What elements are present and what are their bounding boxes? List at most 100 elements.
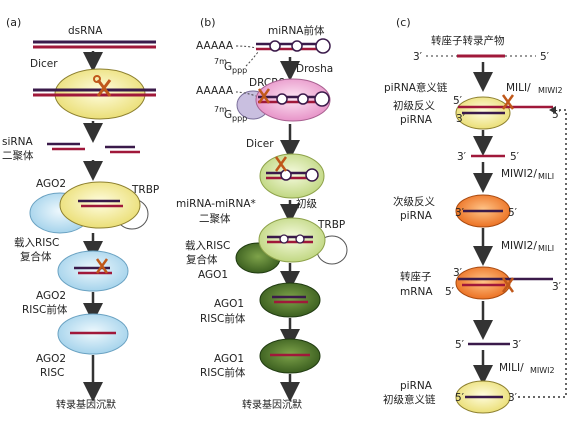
- miwi2-mili-sub: MILI: [538, 172, 554, 181]
- ago2-pre-label-1: AGO2: [36, 290, 66, 302]
- ago2-pre-label-2: RISC前体: [22, 303, 68, 316]
- loading-duplex-b: [267, 234, 313, 244]
- transcript-label: 转座子转录产物: [431, 34, 505, 47]
- sense-label: piRNA意义链: [384, 81, 448, 94]
- scissors-icon: [93, 75, 112, 97]
- secondary-anti-label-1: 次级反义: [393, 195, 435, 208]
- dsrna-label: dsRNA: [68, 25, 103, 37]
- dicer-strands: [33, 88, 156, 97]
- panel-a-label: (a): [6, 16, 21, 29]
- ago2-risc-label-2: RISC: [40, 367, 64, 379]
- loading-blob-b: [258, 217, 326, 263]
- cap-ppp-label-2: ppp: [232, 114, 247, 123]
- dicer-blob-b: [259, 153, 325, 199]
- primary-anti-label-1: 初级反义: [393, 99, 435, 112]
- miwi2-complex-blob-2: [455, 266, 511, 300]
- prime-label: 3′: [552, 281, 562, 293]
- loaded-duplex: [78, 199, 123, 208]
- transposon-mrna-label-1: 转座子: [400, 270, 432, 283]
- loaded-risc-label-2: 复合体: [20, 250, 52, 263]
- cap-ppp-label: ppp: [232, 66, 247, 75]
- sense-final-label-1: piRNA: [400, 380, 433, 392]
- scissors-icon: [257, 88, 271, 104]
- scissors-icon: [501, 277, 515, 293]
- miwi2-mili-label-2: MIWI2/: [501, 240, 537, 252]
- loop-arrowhead: [549, 106, 556, 114]
- drosha-blob: [255, 78, 331, 122]
- sirna-label-1: siRNA: [2, 136, 34, 148]
- cap-m7-label-2: 7m: [214, 105, 227, 114]
- prime-label: 5′: [510, 151, 520, 163]
- duplex-label-2: 二聚体: [199, 213, 231, 225]
- cap-g-label: G: [224, 61, 232, 73]
- panel-c: (c) 转座子转录产物 3′ 5′ piRNA意义链 MILI/ MIWI2 初…: [383, 16, 567, 414]
- panel-a: (a) dsRNA Dicer siRNA 二聚体 AGO2 TRBP: [2, 16, 159, 411]
- ago1-pre-label-1: AGO1: [214, 298, 244, 310]
- polya-label-1: AAAAA: [196, 40, 234, 52]
- duplex-label-1: miRNA-miRNA*: [176, 198, 256, 210]
- trbp-label: TRBP: [131, 184, 159, 196]
- ping-pong-loop: [518, 109, 567, 398]
- loaded-risc-b-label-2: 复合体: [186, 253, 218, 266]
- polya-label-2: AAAAA: [196, 85, 234, 97]
- prime-label: 3′: [456, 113, 466, 125]
- ago1-risc-label-2: RISC前体: [200, 366, 246, 379]
- prime-label: 3′: [413, 51, 423, 63]
- scissors-icon: [501, 94, 515, 110]
- ago2-pre-risc-blob: [57, 250, 129, 292]
- ago1-risc-label-1: AGO1: [214, 353, 244, 365]
- gene-silencing-label-b: 转录基因沉默: [242, 398, 302, 411]
- prime-label: 3′: [453, 267, 463, 279]
- prime-label: 5′: [455, 339, 465, 351]
- mirna-pre-label: miRNA前体: [268, 24, 325, 37]
- prime-label: 3′: [512, 339, 522, 351]
- trbp-label-b: TRBP: [317, 219, 345, 231]
- dicer-label: Dicer: [30, 58, 58, 70]
- miwi2-mili-sub-2: MILI: [538, 244, 554, 253]
- sirna-label-2: 二聚体: [2, 150, 34, 162]
- panel-b-label: (b): [200, 16, 216, 29]
- dsrna-strands: [33, 40, 156, 49]
- mili-miwi2-label: MILI/: [506, 82, 531, 94]
- cleavage-tail: [235, 91, 257, 97]
- transposon-mrna-label-2: mRNA: [400, 286, 433, 298]
- prime-label: 3′: [508, 392, 518, 404]
- prime-label: 3′: [455, 207, 465, 219]
- ago1-pre-strands: [272, 295, 308, 304]
- scissors-icon: [95, 258, 109, 274]
- ago1-pre-risc-blob: [259, 282, 321, 318]
- precursor-tail: [235, 45, 257, 49]
- dicer-hairpin: [266, 168, 319, 182]
- prime-label: 5′: [455, 392, 465, 404]
- miwi2-mili-label: MIWI2/: [501, 168, 537, 180]
- loaded-risc-label-1: 载入RISC: [14, 237, 59, 249]
- sense-final-label-2: 初级意义链: [383, 393, 436, 406]
- loaded-risc-b-label-1: 载入RISC: [185, 240, 230, 252]
- mili-miwi2-sub: MIWI2: [538, 86, 563, 95]
- cap-dashes: [245, 51, 259, 67]
- mili-miwi2-sub-2: MIWI2: [530, 366, 555, 375]
- ago2-label: AGO2: [36, 178, 66, 190]
- mirna-precursor-hairpin: [256, 38, 331, 54]
- prime-label: 5′: [445, 286, 455, 298]
- mili-miwi2-label-2: MILI/: [499, 362, 524, 374]
- gene-silencing-label-a: 转录基因沉默: [56, 398, 116, 411]
- sirna-duplexes: [47, 142, 140, 154]
- prime-label: 3′: [457, 151, 467, 163]
- ago2-risc-label-1: AGO2: [36, 353, 66, 365]
- ago1-label: AGO1: [198, 269, 228, 281]
- dicer-label-b: Dicer: [246, 138, 274, 150]
- panel-b: (b) miRNA前体 AAAAA 7m G ppp Drosha AAAAA …: [176, 16, 348, 411]
- cap-m7-label: 7m: [214, 57, 227, 66]
- ago1-pre-label-2: RISC前体: [200, 312, 246, 325]
- secondary-anti-label-2: piRNA: [400, 210, 433, 222]
- cap-g-label-2: G: [224, 109, 232, 121]
- drosha-label: Drosha: [296, 63, 333, 75]
- prime-label: 5′: [508, 207, 518, 219]
- panel-c-label: (c): [396, 16, 411, 29]
- primary-label: 初级: [296, 197, 317, 210]
- prime-label: 5′: [552, 109, 562, 121]
- primary-anti-label-2: piRNA: [400, 114, 433, 126]
- prime-label: 5′: [540, 51, 550, 63]
